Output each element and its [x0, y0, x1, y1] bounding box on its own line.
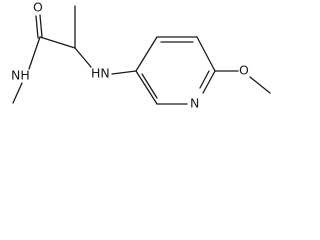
molecule-structure: O NH HN N O [11, 0, 271, 111]
ring-bond-c5-c6 [196, 36, 216, 72]
atom-label-pyridine-n: N [190, 96, 199, 111]
bond-carbonyl-alpha [39, 36, 76, 49]
ring-double-c6-n [199, 70, 210, 89]
bond-carbonyl-double-1 [35, 15, 39, 39]
structure-diagram: O NH HN N O [0, 0, 280, 120]
atom-label-amide-nh: NH [11, 68, 30, 83]
bond-amine-ring [111, 70, 137, 75]
bond-carbonyl-amide-n [28, 36, 41, 70]
bond-group [12, 5, 271, 105]
bond-ether-o-methyl [249, 76, 271, 94]
atom-label-ether-oxygen: O [239, 63, 249, 78]
ring-bond-c3-c4 [135, 36, 158, 72]
atom-label-carbonyl-oxygen: O [33, 0, 43, 15]
ring-bond-c6-n [202, 70, 216, 94]
atom-label-group: O NH HN N O [11, 0, 249, 111]
ring-bond-c2-c3 [135, 70, 158, 105]
atom-label-amine-hn: HN [91, 66, 110, 81]
bond-alpha-amine [74, 47, 92, 68]
bond-amide-n-methyl [12, 82, 23, 104]
ring-double-c2-c3 [141, 73, 158, 99]
bond-carbonyl-double-2 [39, 14, 43, 38]
